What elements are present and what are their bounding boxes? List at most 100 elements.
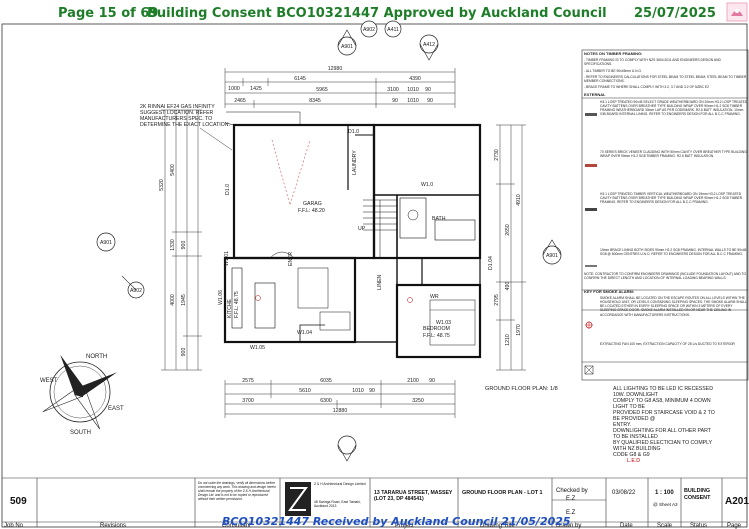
svg-text:2730: 2730 (494, 149, 500, 161)
svg-text:90: 90 (425, 87, 431, 93)
smoke-alarm-title: KEY FOR SMOKE ALARM: (584, 288, 635, 294)
stair-up-label: UP (358, 226, 366, 232)
lighting-line: BY QUALIFIED ELECTICIAN TO COMPLY (613, 440, 713, 446)
lighting-line: LIGHT TO BE (613, 404, 646, 410)
lighting-line: PROVIDED FOR STAIRCASE VOID & 2 TO (613, 410, 715, 416)
lighting-line: DOWNLIGHTING FOR ALL OTHER PART (613, 428, 711, 434)
svg-text:6300: 6300 (320, 398, 332, 404)
svg-text:90: 90 (429, 378, 435, 384)
room-label-kitchen: KITCHE (227, 298, 233, 318)
svg-text:2575: 2575 (242, 378, 254, 384)
extract-fan-note: EXTRACTING FAN 100 mm, EXTRACTION CAPACI… (600, 341, 735, 346)
window-tag: D1.0 (348, 129, 359, 135)
svg-text:90: 90 (427, 98, 433, 104)
smoke-alarm-symbol-icon (585, 321, 593, 329)
sheet-size: @ Sheet A3 (653, 502, 678, 507)
lighting-line: CODE G8 & G9 (613, 452, 650, 458)
status-label: Status (690, 523, 708, 529)
legend-swatch (585, 113, 597, 116)
lighting-line: TO BE INSTALLED (613, 434, 658, 440)
dimension-lines-bottom (224, 380, 456, 418)
drawing-title: GROUND FLOOR PLAN - LOT 1 (462, 490, 543, 496)
room-ffl-garage: F.F.L: 48.20 (298, 208, 325, 214)
dimension-lines-top (224, 68, 456, 108)
svg-text:1010: 1010 (407, 98, 419, 104)
svg-text:5400: 5400 (170, 164, 176, 176)
window-tag: W1.05 (250, 345, 265, 351)
svg-text:6145: 6145 (294, 76, 306, 82)
svg-text:1000: 1000 (228, 86, 240, 92)
lighting-line: ENTRY. (613, 422, 632, 428)
title-block-grid (2, 477, 747, 527)
right-dimension-text: 2730 2650 4910 490 2795 1210 1970 (494, 149, 522, 346)
lighting-line: BE PROVIDED @ (613, 416, 656, 422)
plan-title: GROUND FLOOR PLAN: 1/8 (485, 386, 558, 392)
room-label-bedroom: BEDROOM (423, 326, 450, 332)
sheet-number: A201 (725, 496, 749, 507)
job-no-label: Job No (4, 523, 24, 529)
contractor-note: NOTE: CONTRACTOR TO CONFIRM ENGINEERS DR… (584, 271, 747, 280)
svg-text:A901: A901 (100, 240, 112, 246)
svg-text:8345: 8345 (309, 98, 321, 104)
svg-text:900: 900 (181, 348, 187, 357)
window-tag: D1.04 (488, 256, 494, 270)
company-address: 48 Saringa Road, East Tamaki, Auckland 2… (314, 500, 361, 509)
gas-callout: 2K RINNAI EF24 GAS INFINITY SUGGEST LOCA… (140, 104, 230, 128)
legend-swatch (585, 164, 597, 167)
room-label-bath: BATH (432, 216, 446, 222)
room-label-entry: ENTR (288, 252, 294, 266)
project-label: Project (395, 523, 414, 529)
section-marker: A412 (419, 34, 439, 61)
svg-text:3700: 3700 (242, 398, 254, 404)
company-name: Z & H Architectural Design Limited (314, 482, 366, 486)
external-item: 10mm BRACE LINING BOTH SIDES 90mm H1.2 S… (600, 247, 747, 256)
svg-text:A901: A901 (341, 44, 353, 50)
room-label-garage: GARAG (303, 201, 322, 207)
window-tag: W1.03 (436, 320, 451, 326)
lighting-line: WITH NZ BUILDING (613, 446, 661, 452)
svg-text:3250: 3250 (412, 398, 424, 404)
drawn-by-label: Drawn by (556, 523, 582, 529)
external-title: EXTERNAL (584, 92, 606, 98)
svg-text:4910: 4910 (516, 194, 522, 206)
dimension-lines-right (496, 124, 526, 371)
received-stamp: BCO10321447 Received by Auckland Council… (222, 515, 571, 528)
section-marker: A901 (337, 29, 357, 56)
checked-by: E.Z (566, 496, 576, 502)
svg-text:1945: 1945 (181, 294, 187, 306)
window-tag: D1.0 (225, 184, 231, 195)
drawing-status: BUILDING CONSENT (684, 488, 711, 501)
svg-text:6035: 6035 (320, 378, 332, 384)
external-item: 70 SERIES BRICK VENEER CLADDING WITH 50m… (600, 149, 747, 158)
approval-header: Page 15 of 69 Building Consent BCO103214… (0, 0, 749, 26)
disclaimer: Do not scale the drawings, verify all di… (198, 481, 276, 501)
svg-text:A412: A412 (423, 42, 435, 48)
council-logo-icon (726, 2, 748, 22)
section-marker: A902 (121, 275, 145, 299)
lighting-line: COMPLY TO G8 AS8, MINIMUM 4 DOWN (613, 398, 711, 404)
notes-intro-line: - ALL TIMBER TO BE 90x45mm U.N.O. (584, 68, 642, 73)
svg-text:A902: A902 (130, 288, 142, 294)
svg-text:5965: 5965 (316, 87, 328, 93)
consent-approval-text: Building Consent BCO10321447 Approved by… (147, 6, 607, 21)
notes-title: NOTES ON TIMBER FRAMING: (584, 51, 643, 56)
svg-text:A901: A901 (546, 253, 558, 259)
svg-text:NORTH: NORTH (86, 354, 107, 360)
room-label-laundry: LAUNDRY (352, 150, 358, 175)
svg-text:90: 90 (392, 98, 398, 104)
svg-text:1010: 1010 (407, 87, 419, 93)
window-tag: W1.04 (297, 330, 312, 336)
drawn-by: E.Z (566, 510, 576, 516)
room-ffl-bedroom: F.F.L: 48.75 (423, 333, 450, 339)
svg-text:3100: 3100 (387, 87, 399, 93)
notes-intro-line: - TIMBER FRAMING IS TO COMPLY WITH NZS 3… (584, 58, 721, 67)
external-item: H3.1 LOSP TREATED TIMBER VERTICAL WEATHE… (600, 191, 743, 205)
left-dimension-text: 5320 5400 1330 900 4000 1945 900 (159, 164, 187, 356)
consultant-label: Consultant (222, 523, 251, 529)
svg-text:1010: 1010 (352, 388, 364, 394)
svg-text:12880: 12880 (333, 408, 348, 414)
drawing-scale: 1 : 100 (655, 490, 674, 496)
svg-text:900: 900 (181, 241, 187, 250)
window-tag: W1.06 (218, 290, 224, 305)
zh-logo-mark (288, 487, 308, 511)
